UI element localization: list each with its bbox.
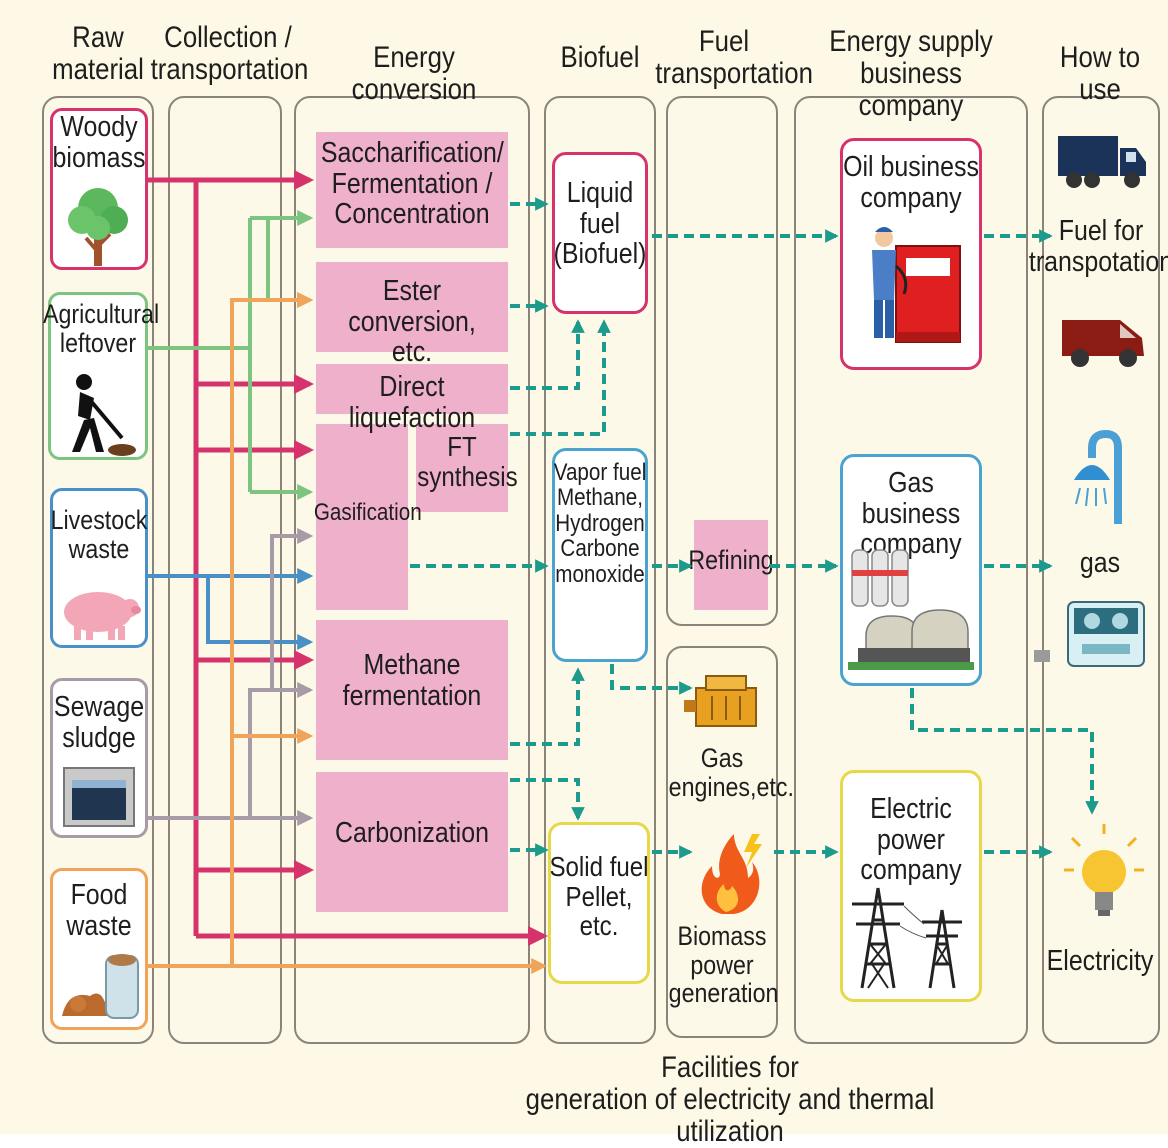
header-energy-conversion: Energy conversion: [351, 41, 477, 106]
van-icon: [1062, 320, 1144, 367]
gas-company-label: Gas business company: [860, 467, 962, 561]
woody-biomass-label: Woody biomass: [52, 111, 146, 174]
collection-column: [168, 96, 282, 1044]
livestock-flows: [148, 568, 314, 650]
refining-label: Refining: [688, 545, 774, 575]
header-fuel-transportation: Fuel transportation: [655, 25, 813, 90]
livestock-waste-label: Livestock waste: [50, 505, 148, 564]
vapor-fuel-box: [552, 448, 648, 662]
ester-conversion-label: Ester conversion, etc.: [348, 275, 476, 369]
gas-use-label: gas: [1079, 547, 1121, 579]
fuel-use-label: Fuel for transpotation: [1028, 215, 1168, 278]
methane-fermentation-box: [316, 620, 508, 760]
tree-icon: [68, 188, 128, 266]
footer-label: Facilities for generation of electricity…: [525, 1051, 935, 1148]
food-flows: [148, 292, 548, 974]
fire-icon: [701, 834, 762, 914]
header-biofuel: Biofuel: [560, 41, 640, 74]
liquid-fuel-box: [552, 152, 648, 314]
header-energy-supply: Energy supply business company: [829, 25, 993, 122]
truck-icon: [1058, 136, 1146, 188]
agricultural-leftover-label: Agricultural leftover: [42, 299, 160, 358]
food-waste-label: Food waste: [66, 879, 132, 942]
ft-synthesis-box: [416, 424, 508, 512]
direct-liquefaction-box: [316, 364, 508, 414]
biomass-power-label: Biomass power generation: [668, 921, 779, 1009]
small-gray-marker: [1034, 650, 1050, 662]
gas-station-attendant-icon: [872, 227, 961, 343]
liquid-fuel-label: Liquid fuel (Biofuel): [553, 177, 647, 271]
sewage-tank-icon: [63, 767, 135, 827]
gas-engines-label: Gas engines,etc.: [668, 743, 794, 802]
header-collection: Collection / transportation: [150, 21, 309, 86]
refining-box: [694, 520, 768, 610]
pig-icon: [64, 592, 141, 640]
woody-flows: [148, 170, 548, 946]
header-raw-material: Raw material: [52, 21, 144, 86]
electric-company-label: Electric power company: [860, 793, 962, 887]
electric-company-box: [840, 770, 982, 1002]
methane-fermentation-label: Methane fermentation: [342, 649, 482, 712]
ft-synthesis-label: FT synthesis: [417, 431, 518, 492]
solid-fuel-label: Solid fuel Pellet, etc.: [549, 851, 649, 942]
power-tower-icon: [852, 887, 962, 989]
sewage-flows: [148, 528, 314, 826]
gasification-box: [316, 424, 408, 610]
carbonization-box: [316, 772, 508, 912]
ester-conversion-box: [316, 262, 508, 352]
farmer-shoveling-icon: [72, 374, 136, 456]
header-how-to-use: How to use: [1059, 41, 1141, 106]
gasification-label: Gasification: [313, 499, 422, 526]
carbonization-label: Carbonization: [335, 817, 489, 849]
vapor-fuel-label: Vapor fuel Methane, Hydrogen Carbone mon…: [553, 459, 647, 588]
oil-company-label: Oil business company: [843, 151, 979, 214]
sewage-sludge-label: Sewage sludge: [53, 691, 145, 754]
food-waste-icon: [62, 954, 139, 1019]
teal-dashed-flows: [410, 197, 1099, 859]
shower-icon: [1074, 429, 1122, 524]
engine-icon: [684, 675, 757, 727]
saccharification-label: Saccharification/ Fermentation / Concent…: [320, 137, 504, 231]
gas-stove-icon: [1067, 601, 1145, 667]
direct-liquefaction-label: Direct liquefaction: [348, 371, 476, 434]
gas-tanks-plant-icon: [848, 549, 974, 670]
solid-fuel-box: [548, 822, 650, 984]
saccharification-box: [316, 132, 508, 248]
light-bulb-icon: [1064, 824, 1144, 916]
electricity-use-label: Electricity: [1046, 945, 1154, 977]
